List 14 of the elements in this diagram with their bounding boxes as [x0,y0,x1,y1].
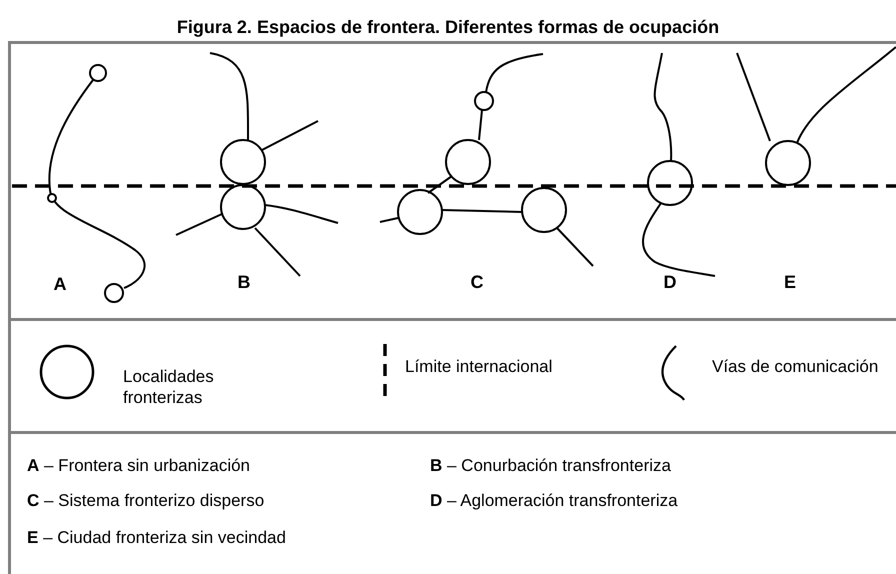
type-description: E – Ciudad fronteriza sin vecindad [27,528,286,548]
case-letter: A [54,274,66,294]
type-description: B – Conurbación transfronteriza [430,456,671,476]
figure-title: Figura 2. Espacios de frontera. Diferentes formas de ocupación [176,16,720,38]
type-description: C – Sistema fronterizo disperso [27,491,264,511]
case-letter: E [784,272,796,292]
case-letter: C [470,272,484,292]
type-description: D – Aglomeración transfronteriza [430,491,678,511]
legend-label: Límite internacional [405,356,554,377]
legend-label: Vías de comunicación [712,356,880,377]
legend-label: Localidades fronterizas [123,366,215,408]
type-description: A – Frontera sin urbanización [27,456,250,476]
case-letter: D [664,272,676,292]
case-letter: B [238,272,250,292]
